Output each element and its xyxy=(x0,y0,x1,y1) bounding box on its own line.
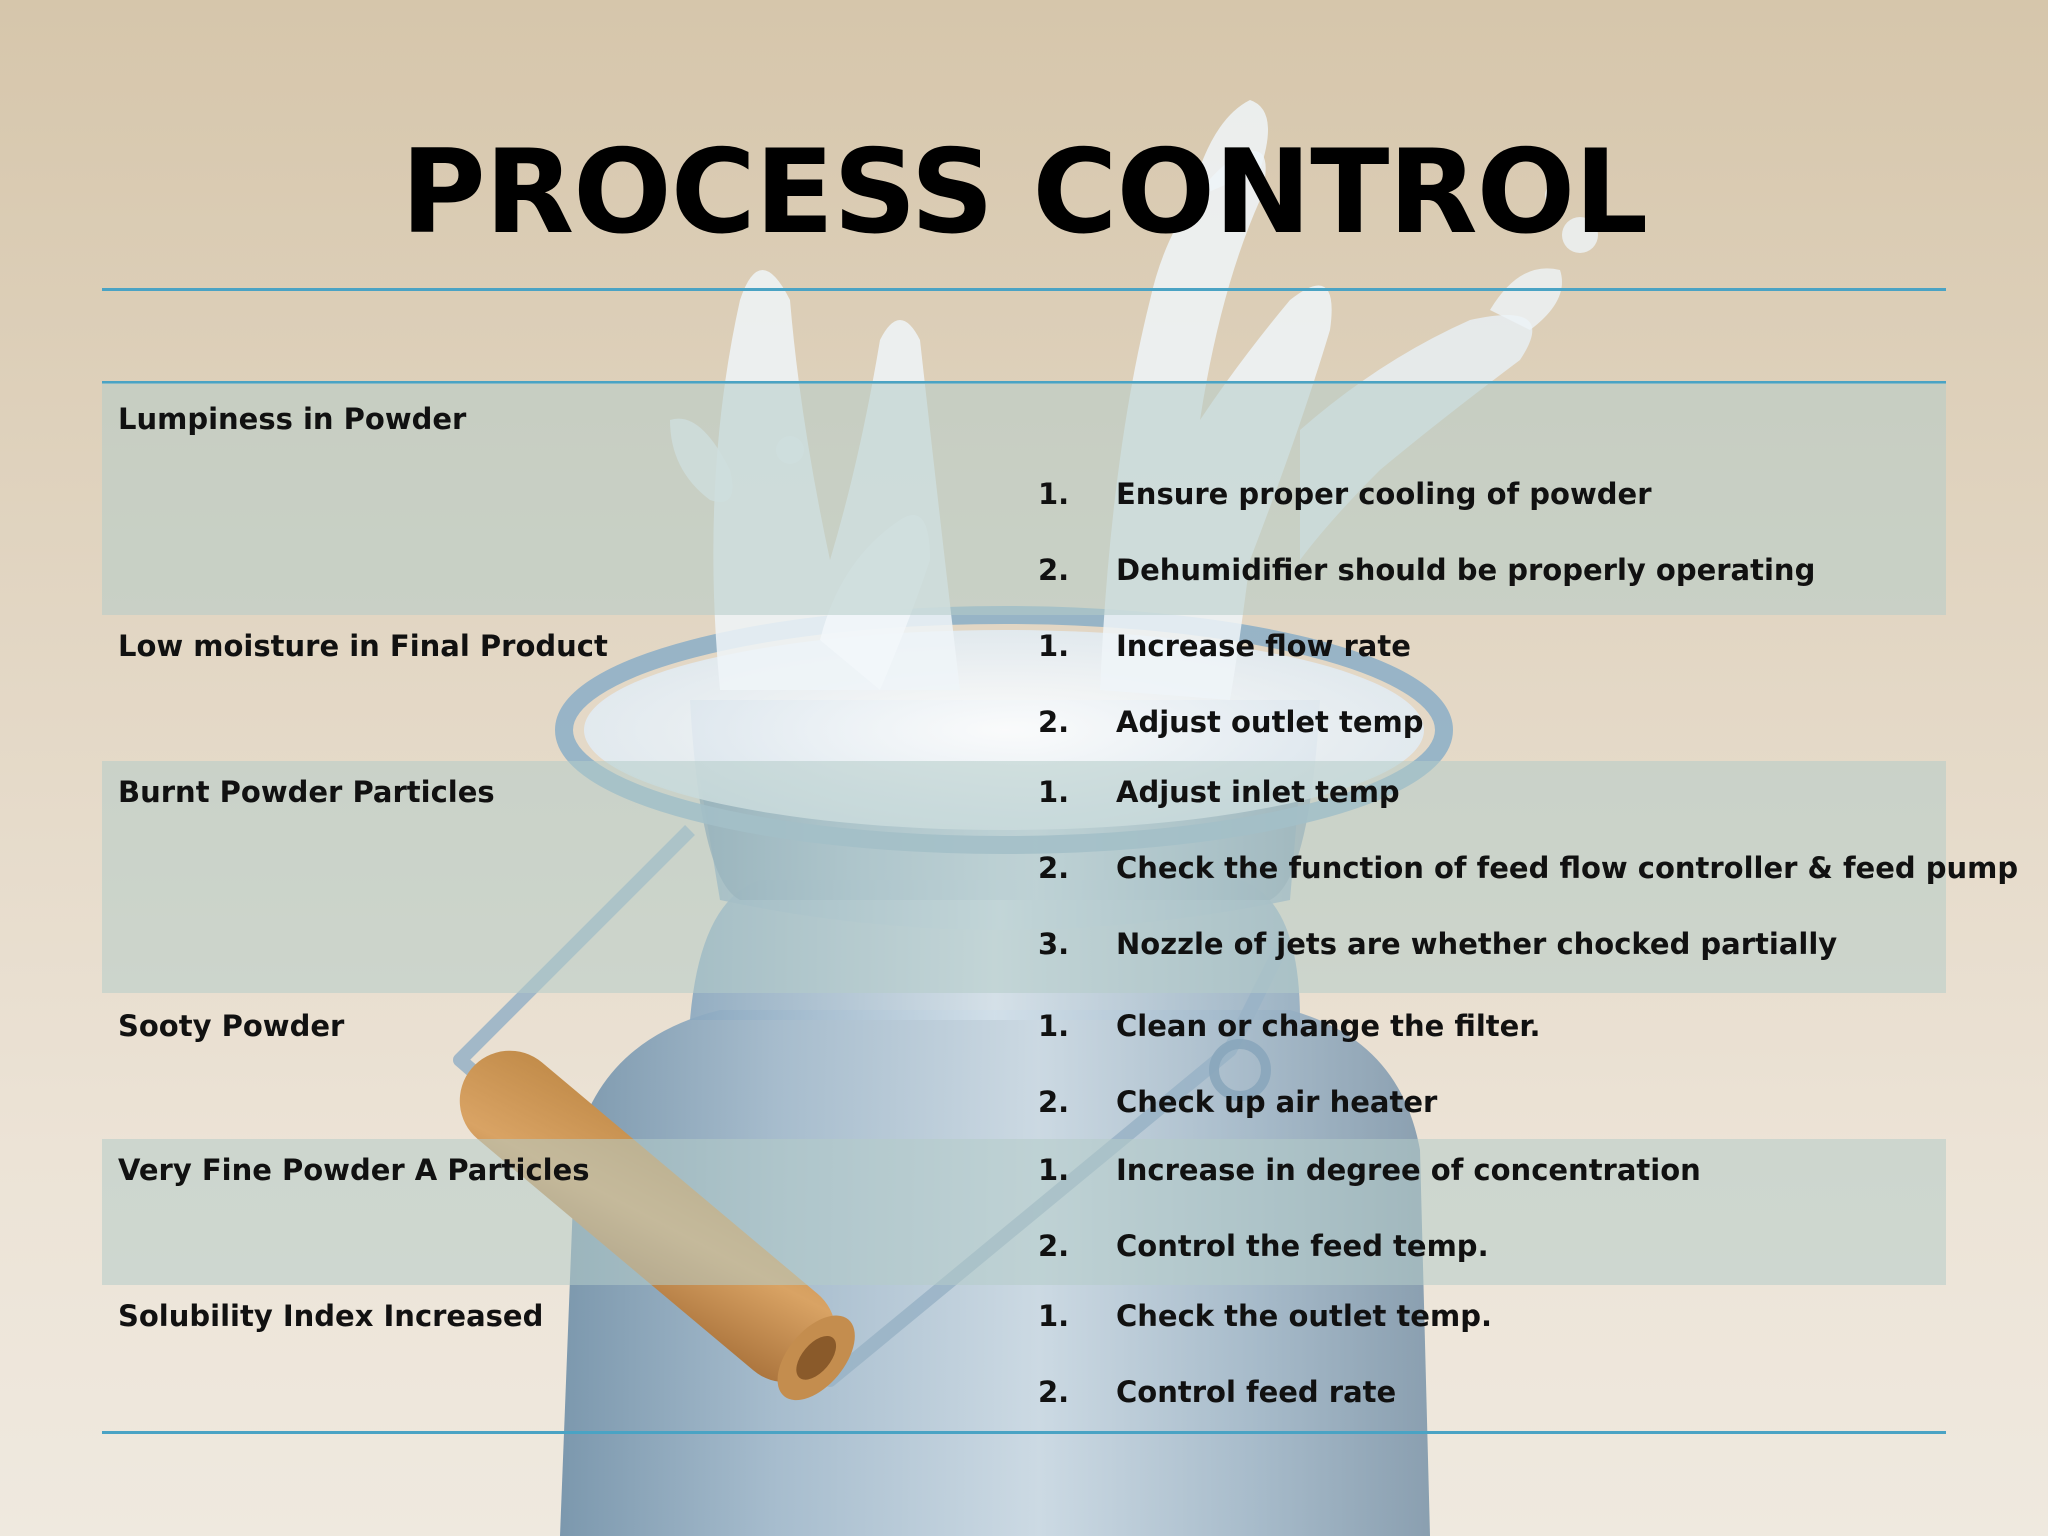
table-row: Low moisture in Final Product 1. Increase… xyxy=(102,615,1946,761)
remedy-text: Increase flow rate xyxy=(1116,629,1411,663)
problem-cell: Solubility Index Increased xyxy=(118,1299,544,1333)
remedy-text: Dehumidifier should be properly operatin… xyxy=(1116,553,1816,587)
remedy-number: 3. xyxy=(1038,927,1070,961)
problem-cell: Lumpiness in Powder xyxy=(118,402,467,436)
remedy-text: Increase in degree of concentration xyxy=(1116,1153,1701,1187)
problem-cell: Burnt Powder Particles xyxy=(118,775,495,809)
table-row: Sooty Powder 1. Clean or change the filte… xyxy=(102,993,1946,1139)
remedy-item: 1. Clean or change the filter. xyxy=(1038,1009,1541,1049)
remedy-item: 1. Check the outlet temp. xyxy=(1038,1299,1492,1339)
remedy-number: 1. xyxy=(1038,1009,1070,1043)
remedy-item: 2. Check up air heater xyxy=(1038,1085,1437,1125)
remedy-number: 2. xyxy=(1038,1085,1070,1119)
remedy-number: 1. xyxy=(1038,1299,1070,1333)
remedy-item: 1. Adjust inlet temp xyxy=(1038,775,1400,815)
remedy-text: Clean or change the filter. xyxy=(1116,1009,1541,1043)
remedy-text: Ensure proper cooling of powder xyxy=(1116,477,1652,511)
remedy-item: 2. Adjust outlet temp xyxy=(1038,705,1424,745)
remedy-item: 2. Control the feed temp. xyxy=(1038,1229,1489,1269)
remedy-item: 2. Check the function of feed flow contro… xyxy=(1038,851,2018,891)
remedy-number: 1. xyxy=(1038,1153,1070,1187)
remedy-number: 1. xyxy=(1038,477,1070,511)
problem-cell: Very Fine Powder A Particles xyxy=(118,1153,590,1187)
remedy-item: 3. Nozzle of jets are whether chocked par… xyxy=(1038,927,1837,967)
remedy-item: 2. Control feed rate xyxy=(1038,1375,1396,1415)
table-row: Burnt Powder Particles 1. Adjust inlet te… xyxy=(102,761,2018,993)
remedy-text: Nozzle of jets are whether chocked parti… xyxy=(1116,927,1838,961)
process-control-table: Lumpiness in Powder 1. Ensure proper cool… xyxy=(102,383,2018,1431)
remedy-text: Check the outlet temp. xyxy=(1116,1299,1492,1333)
problem-cell: Sooty Powder xyxy=(118,1009,345,1043)
table-row: Solubility Index Increased 1. Check the o… xyxy=(102,1285,1946,1431)
remedy-text: Adjust outlet temp xyxy=(1116,705,1424,739)
remedy-number: 2. xyxy=(1038,851,1070,885)
remedy-text: Control the feed temp. xyxy=(1116,1229,1489,1263)
remedy-item: 1. Increase flow rate xyxy=(1038,629,1411,669)
remedy-item: 2. Dehumidifier should be properly operat… xyxy=(1038,553,1815,593)
table-top-border xyxy=(102,381,1946,384)
remedy-item: 1. Increase in degree of concentration xyxy=(1038,1153,1701,1193)
remedy-text: Check the function of feed flow controll… xyxy=(1116,851,2019,885)
remedy-number: 2. xyxy=(1038,705,1070,739)
remedy-item: 1. Ensure proper cooling of powder xyxy=(1038,477,1652,517)
remedy-number: 2. xyxy=(1038,1229,1070,1263)
remedy-text: Adjust inlet temp xyxy=(1116,775,1400,809)
remedy-number: 2. xyxy=(1038,553,1070,587)
remedy-number: 1. xyxy=(1038,629,1070,663)
remedy-text: Check up air heater xyxy=(1116,1085,1438,1119)
problem-cell: Low moisture in Final Product xyxy=(118,629,608,663)
remedy-number: 1. xyxy=(1038,775,1070,809)
remedy-text: Control feed rate xyxy=(1116,1375,1397,1409)
title-underline xyxy=(102,288,1946,291)
table-row: Very Fine Powder A Particles 1. Increase … xyxy=(102,1139,1946,1285)
slide-title: PROCESS CONTROL xyxy=(400,125,1648,260)
remedy-number: 2. xyxy=(1038,1375,1070,1409)
table-bottom-border xyxy=(102,1431,1946,1434)
table-row: Lumpiness in Powder 1. Ensure proper cool… xyxy=(102,383,1946,615)
